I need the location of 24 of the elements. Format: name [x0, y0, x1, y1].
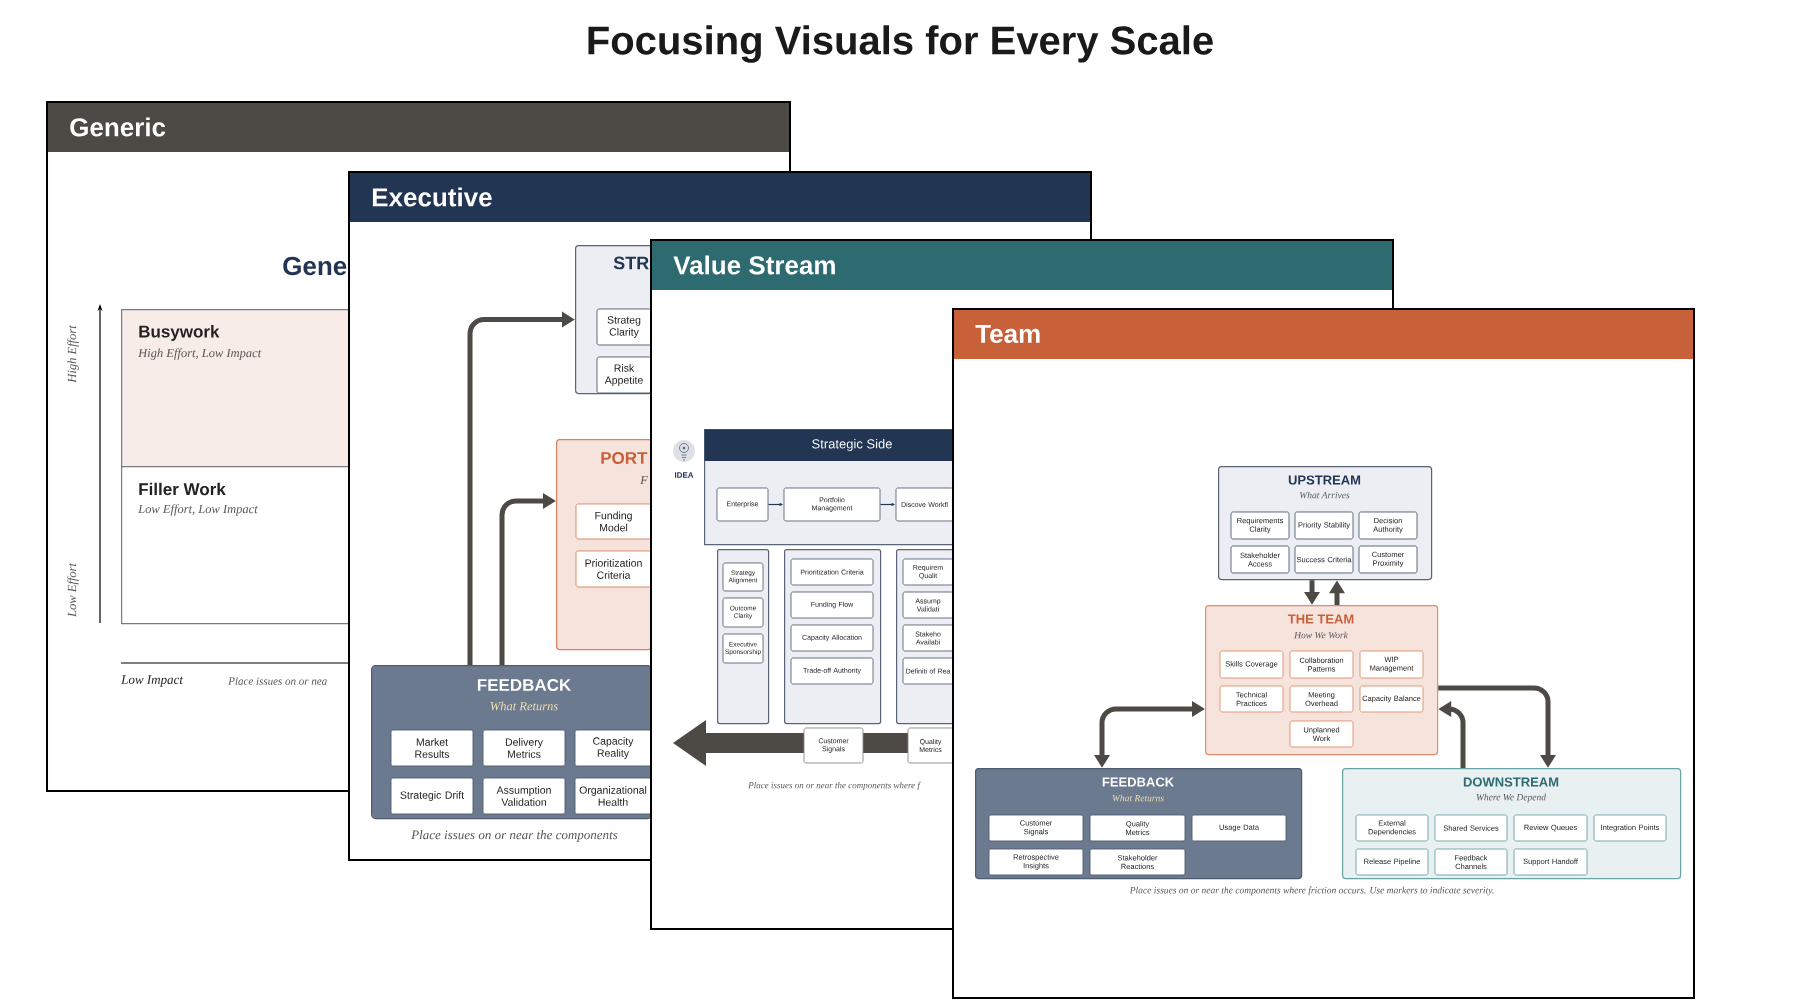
- axis-label: Low Impact: [121, 675, 184, 687]
- icon-label: IDEA: [675, 472, 694, 478]
- item-box: Assumption Validation: [482, 777, 566, 815]
- item-box: Capacity Reality: [574, 729, 652, 767]
- item-box: Strategic Drift: [390, 777, 474, 815]
- quadrant-box: Filler Work Low Effort, Low Impact: [121, 466, 351, 625]
- panel-title: Gene: [283, 256, 347, 276]
- axis-label: High Effort: [67, 325, 79, 383]
- item-box: Funding Model: [575, 503, 652, 540]
- instruction-note: Place issues on or near the components where f: [748, 781, 921, 791]
- arrow: [767, 503, 783, 506]
- item-box: Market Results: [390, 729, 474, 767]
- item-box: Prioritization Criteria: [575, 550, 652, 588]
- instruction-note: Place issues on or nea: [228, 677, 327, 685]
- arrow: [879, 503, 895, 506]
- instruction-note: Place issues on or near the components: [411, 830, 618, 842]
- item-box: Organizational Health: [574, 777, 652, 815]
- instruction-note: Place issues on or near the components where friction occurs. Use markers to indicate severity.: [1129, 886, 1494, 896]
- quadrant-box: Busywork High Effort, Low Impact: [121, 309, 351, 468]
- axis-label: Low Effort: [67, 562, 79, 618]
- title: Focusing Visuals for Every Scale: [588, 25, 1213, 63]
- item-box: Strateg Clarity: [596, 308, 652, 346]
- item-box: Delivery Metrics: [482, 729, 566, 767]
- item-box: Risk Appetite: [596, 356, 652, 394]
